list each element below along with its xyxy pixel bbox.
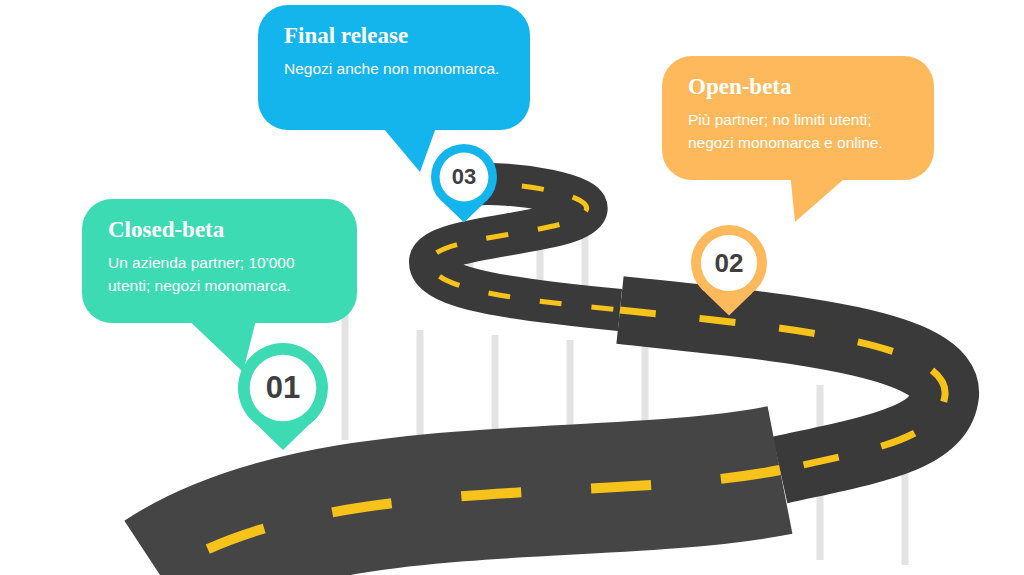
map-pin: 02 xyxy=(691,225,767,316)
callout-number: 01 xyxy=(238,343,328,433)
phase-title: Open-beta xyxy=(688,74,910,100)
speech-bubble: Closed-beta Un azienda partner; 10'000 ut… xyxy=(82,199,357,323)
phase-title: Closed-beta xyxy=(108,217,333,243)
speech-bubble: Final releaseNegozi anche non monomarca. xyxy=(258,5,530,130)
callout-number: 03 xyxy=(431,144,497,210)
map-pin: 01 xyxy=(238,343,328,451)
map-pin: 03 xyxy=(431,144,497,223)
phase-title: Final release xyxy=(284,23,506,49)
phase-description: Un azienda partner; 10'000 utenti; negoz… xyxy=(108,252,333,297)
speech-bubble: Open-betaPiù partner; no limiti utenti; … xyxy=(662,56,934,180)
phase-description: Negozi anche non monomarca. xyxy=(284,58,506,80)
callout-number: 02 xyxy=(691,225,767,301)
phase-description: Più partner; no limiti utenti; negozi mo… xyxy=(688,109,910,154)
